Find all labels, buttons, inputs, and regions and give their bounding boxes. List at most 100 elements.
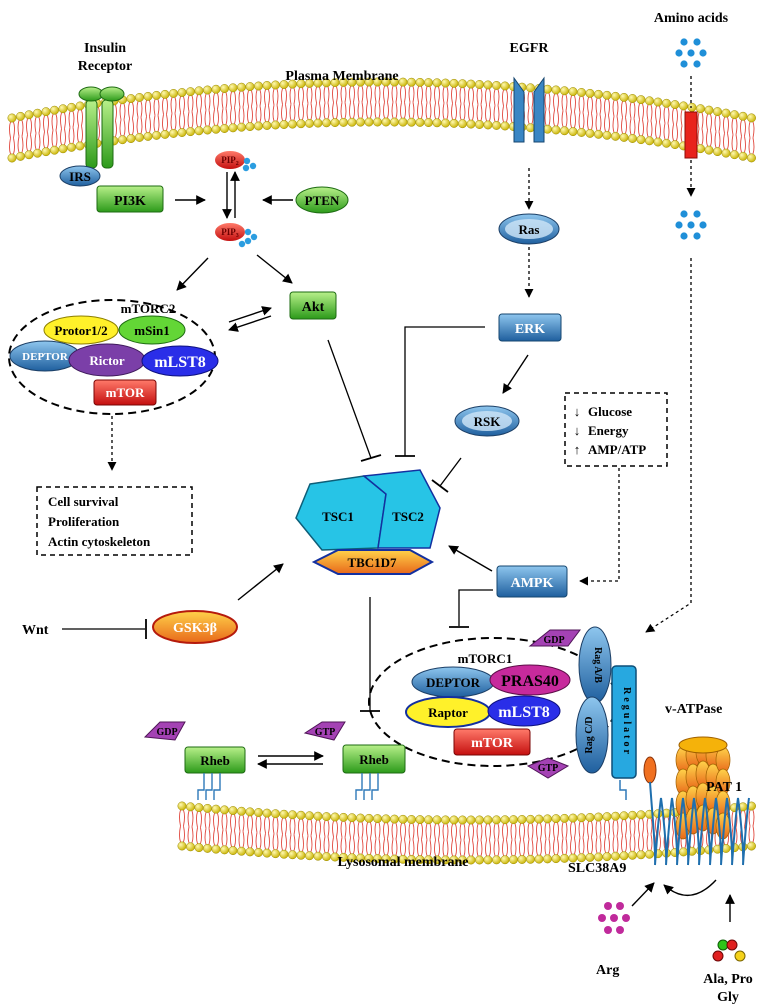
plasma-membrane-label: Plasma Membrane — [285, 69, 398, 84]
wnt-label: Wnt — [22, 623, 49, 638]
lipid-head — [543, 854, 552, 864]
lipid-head — [526, 123, 535, 133]
mlst8-mtorc2-node — [141, 345, 219, 377]
lipid-tails — [493, 823, 500, 856]
lipid-head — [228, 806, 238, 816]
pip2-node: PIP2 — [215, 151, 257, 172]
pat1-label: PAT 1 — [706, 780, 742, 795]
lipid-tails — [272, 88, 279, 122]
lipid-head — [177, 841, 187, 851]
lipid-tails — [612, 820, 619, 853]
lipid-head — [415, 117, 425, 127]
lipid-tails — [425, 86, 432, 119]
lipid-tails — [221, 92, 228, 125]
lipid-tails — [570, 95, 576, 128]
lipid-tails — [119, 103, 126, 136]
pi3k-node — [96, 185, 164, 213]
lipid-head — [526, 854, 535, 864]
lipid-head — [41, 107, 51, 117]
lipid-head — [543, 124, 552, 134]
lipid-head — [594, 89, 603, 99]
lipid-head — [560, 126, 569, 136]
lipid-head — [305, 851, 314, 861]
regulator-node — [611, 665, 637, 779]
rheb-gdp-node — [184, 746, 246, 774]
lipid-head — [653, 97, 663, 107]
lipid-head — [628, 94, 637, 103]
lipid-head — [704, 105, 714, 115]
lipid-head — [585, 88, 595, 98]
lipid-head — [237, 806, 246, 816]
lipid-head — [330, 812, 340, 822]
lipid-tails — [459, 823, 466, 857]
raptor-label: Raptor — [428, 705, 468, 720]
lipid-head — [704, 145, 714, 155]
lipid-tails — [323, 820, 330, 853]
lipid-tails — [612, 100, 619, 133]
amino-acid-dot — [693, 210, 701, 218]
erk-to-rsk-arrow — [502, 354, 529, 394]
lipid-tails — [247, 90, 253, 123]
lipid-head — [492, 855, 501, 865]
lipid-head — [16, 151, 25, 161]
lipid-head — [645, 849, 654, 859]
lipid-tails — [383, 85, 389, 119]
lipid-tails — [383, 822, 389, 856]
lipid-tails — [281, 818, 287, 851]
mtor-mtorc1-label: mTOR — [471, 736, 514, 751]
rsk-inhibits-tsc-line — [439, 457, 462, 487]
gtp-rheb-label: GTP — [315, 727, 336, 738]
lipid-tails — [77, 109, 83, 143]
lipid-head — [271, 809, 280, 819]
lipid-tails — [306, 819, 313, 852]
lipid-tails — [536, 822, 542, 856]
akt-node — [289, 291, 337, 320]
egfr-label: EGFR — [510, 41, 550, 56]
pi3k-label: PI3K — [114, 194, 146, 209]
lipid-tails — [629, 819, 636, 852]
lipid-head — [628, 850, 637, 860]
lipid-tails — [281, 88, 287, 121]
lipid-tails — [638, 103, 644, 136]
lipid-head — [339, 117, 348, 127]
lipid-head — [475, 80, 484, 89]
lipid-head — [619, 851, 629, 861]
lipid-head — [220, 84, 229, 93]
lipid-head — [517, 855, 527, 864]
glucose-down-arrow: ↓ — [574, 404, 581, 419]
transport-cycle-arrow — [663, 879, 717, 897]
lipid-head — [602, 812, 612, 822]
lipid-tails — [731, 811, 738, 844]
lipid-head — [432, 815, 442, 825]
lipid-head — [466, 815, 476, 825]
lipid-head — [245, 807, 255, 817]
mtorc1-label: mTORC1 — [458, 651, 513, 666]
lipid-tails — [451, 87, 457, 120]
amino-acids-to-rag-arrow — [645, 258, 692, 633]
amino-acid-dot — [675, 49, 683, 57]
lipid-head — [313, 851, 323, 861]
amp-atp-label: AMP/ATP — [588, 442, 646, 457]
lipid-head — [220, 845, 229, 855]
amino-acid-dot — [699, 221, 707, 229]
lipid-head — [296, 850, 306, 860]
gdp-rag-node — [528, 629, 581, 647]
lipid-tails — [162, 98, 168, 131]
amino-acids-label: Amino acids — [654, 11, 729, 26]
arginine-dot — [604, 926, 612, 934]
lipid-head — [568, 127, 578, 137]
lipid-head — [237, 846, 246, 856]
lipid-tails — [272, 817, 279, 850]
lipid-head — [611, 811, 620, 821]
glucose-label: Glucose — [588, 404, 632, 419]
lipid-tails — [621, 819, 627, 852]
lipid-tails — [646, 818, 653, 851]
lipid-tails — [391, 85, 398, 119]
lipid-head — [568, 87, 578, 97]
lipid-head — [492, 120, 501, 130]
lipid-head — [203, 85, 212, 95]
lipid-tails — [60, 112, 66, 145]
lipid-head — [492, 80, 501, 90]
lipid-head — [432, 78, 442, 88]
arginine-dot — [622, 914, 630, 922]
